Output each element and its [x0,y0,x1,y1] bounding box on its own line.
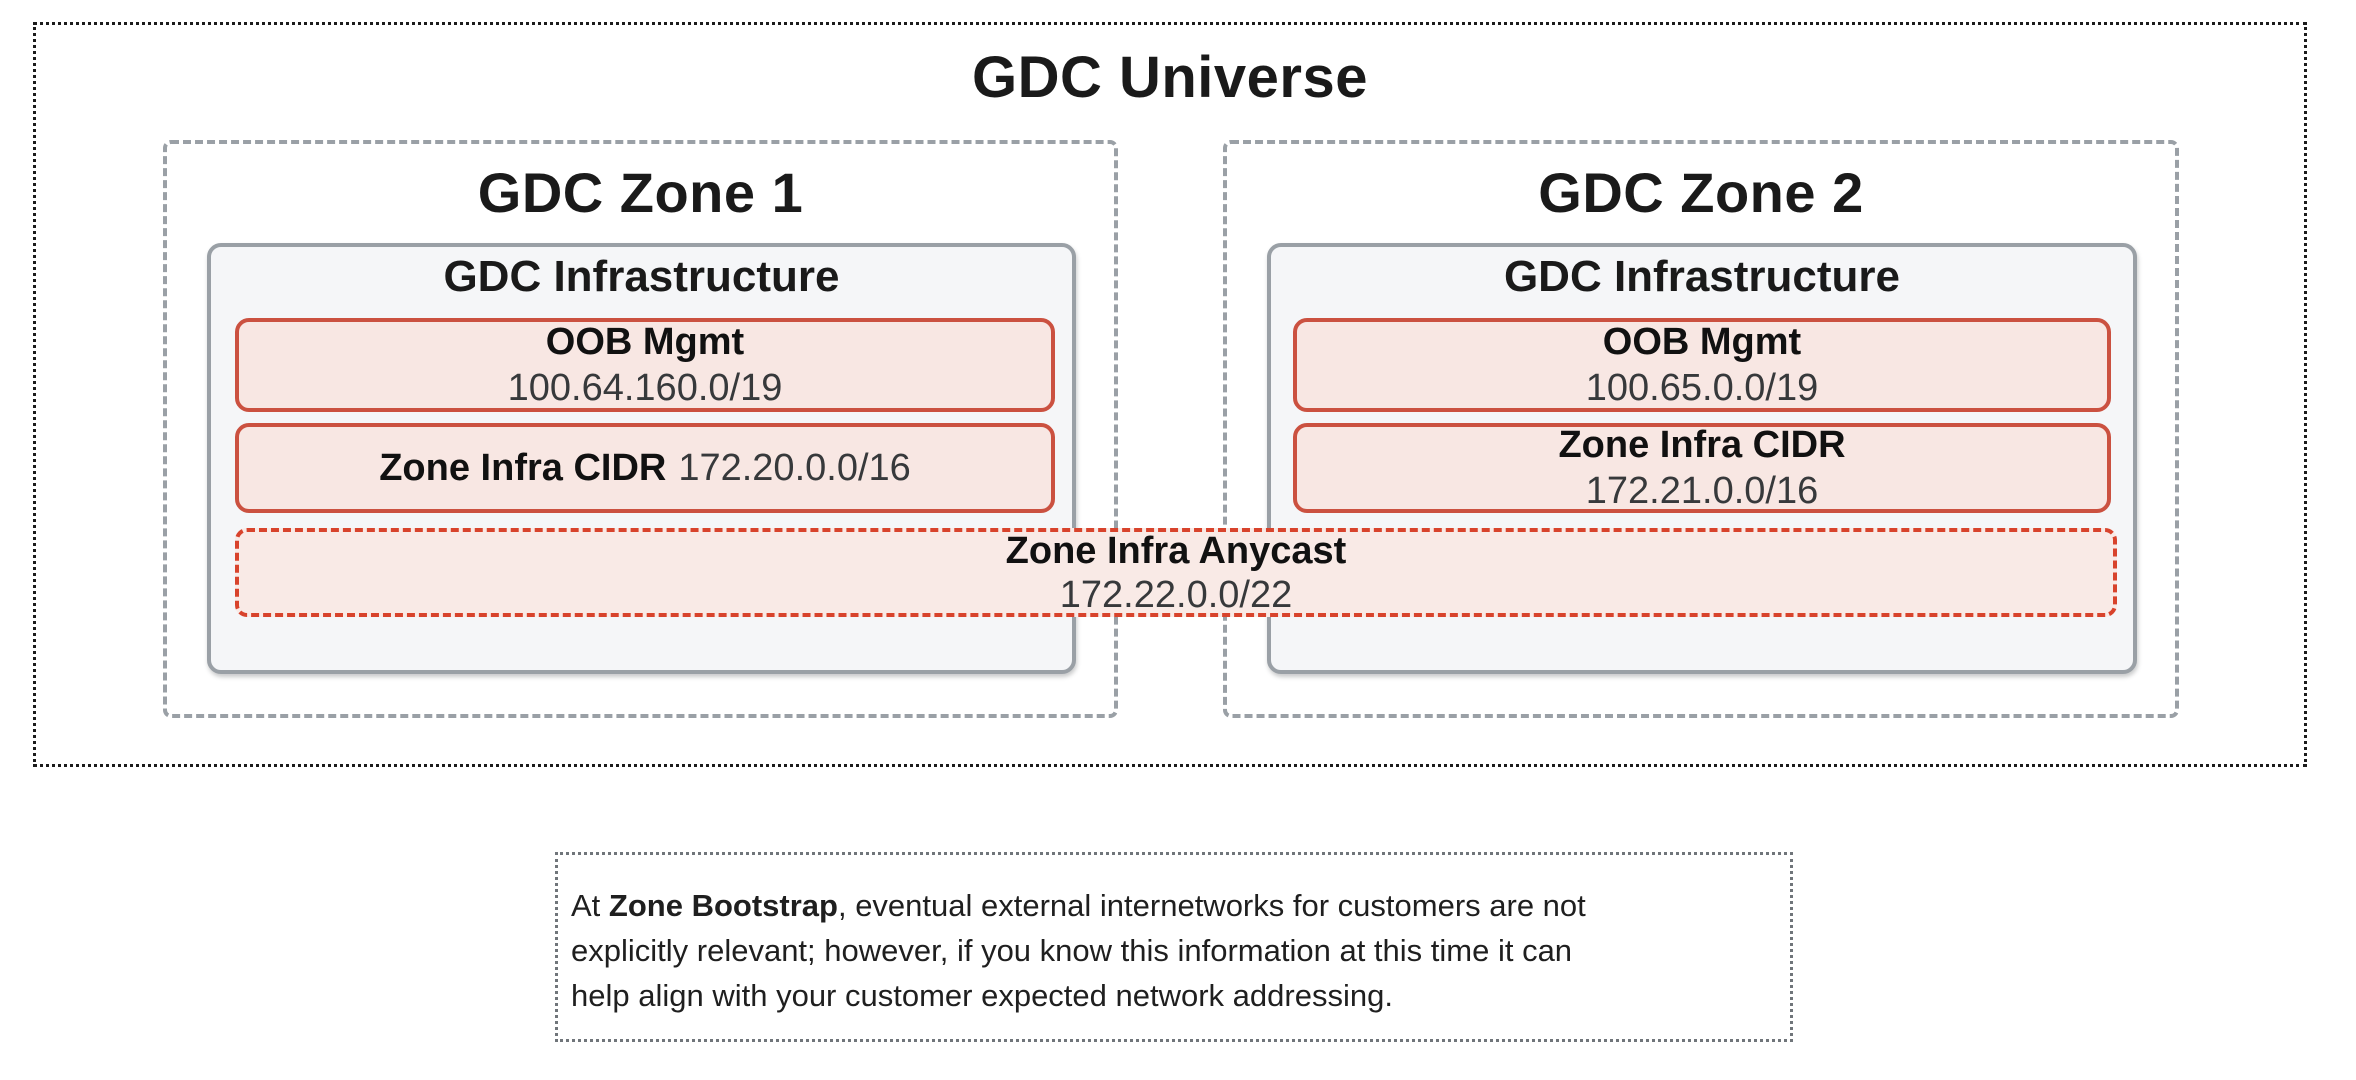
zone2-infrastructure-title: GDC Infrastructure [1503,252,1901,301]
zone1-box [163,140,1118,718]
note-line1-prefix: At [571,888,609,923]
zone1-oob-mgmt-box: OOB Mgmt 100.64.160.0/19 [235,318,1055,412]
zone-infra-anycast-label: Zone Infra Anycast [1005,529,1347,572]
note-line-1: At Zone Bootstrap, eventual external int… [571,883,1772,928]
zone-bootstrap-note: At Zone Bootstrap, eventual external int… [555,852,1793,1042]
zone2-oob-mgmt-cidr: 100.65.0.0/19 [1585,367,1819,409]
zone2-oob-mgmt-box: OOB Mgmt 100.65.0.0/19 [1293,318,2111,412]
note-line1-rest: , eventual external internetworks for cu… [837,888,1586,923]
zone1-oob-mgmt-cidr: 100.64.160.0/19 [507,367,783,409]
universe-box [33,22,2307,767]
note-line-3: help align with your customer expected n… [571,978,1393,1013]
zone-infra-anycast-box: Zone Infra Anycast 172.22.0.0/22 [235,528,2117,617]
zone2-box [1223,140,2179,718]
note-line-2: explicitly relevant; however, if you kno… [571,933,1573,968]
zone1-infra-cidr-box: Zone Infra CIDR 172.20.0.0/16 [235,423,1055,513]
zone1-infra-cidr-value: 172.20.0.0/16 [678,447,911,489]
zone2-infra-cidr-label: Zone Infra CIDR [1558,424,1846,466]
zone1-infra-cidr-label: Zone Infra CIDR [379,447,667,489]
zone2-infra-cidr-box: Zone Infra CIDR 172.21.0.0/16 [1293,423,2111,513]
universe-title: GDC Universe [971,45,1369,110]
note-line1-bold: Zone Bootstrap [608,888,838,923]
zone1-infrastructure-title: GDC Infrastructure [443,252,840,301]
zone1-oob-mgmt-label: OOB Mgmt [545,321,745,363]
zone1-title: GDC Zone 1 [477,161,804,224]
zone2-title: GDC Zone 2 [1538,161,1864,224]
zone2-oob-mgmt-label: OOB Mgmt [1602,321,1802,363]
zone2-infra-cidr-value: 172.21.0.0/16 [1585,470,1819,512]
zone-infra-anycast-cidr: 172.22.0.0/22 [1059,573,1293,616]
